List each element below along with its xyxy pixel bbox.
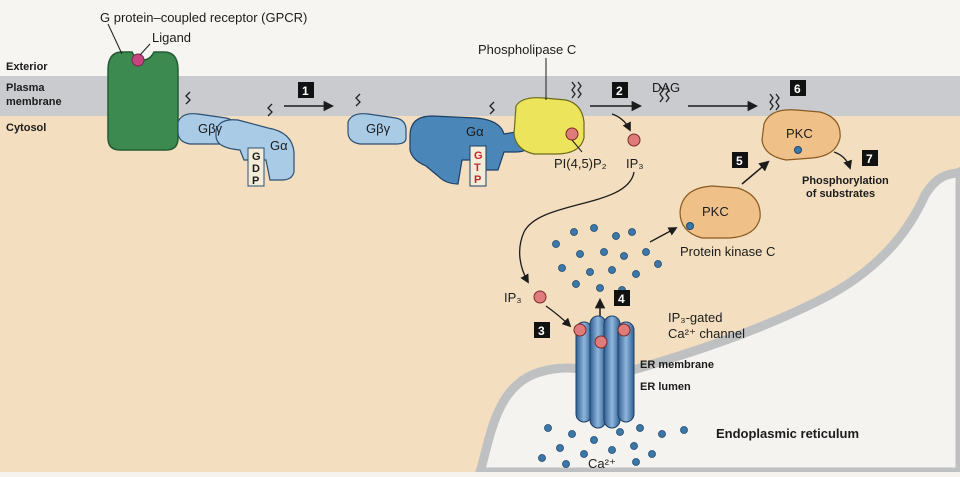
exterior-label: Exterior: [6, 61, 48, 73]
ip3-gated-label: IP₃-gated: [668, 310, 722, 325]
step-6-badge: 6: [790, 80, 806, 96]
ip3-molecule-released: [627, 133, 641, 147]
gdp-d: D: [252, 163, 260, 175]
gpcr-receptor: [107, 51, 179, 151]
pkc-label-cytosolic: PKC: [702, 204, 729, 219]
ga-label-left: Gα: [270, 138, 288, 153]
lipid-anchor-gbg-right: [355, 93, 361, 107]
ip3-label-top: IP₃: [626, 156, 644, 171]
lipid-anchor-ga-active: [489, 101, 495, 115]
ligand-pointer: [139, 43, 151, 56]
ip3-free: [533, 290, 547, 304]
arrow-step-3: [545, 305, 572, 328]
lipid-anchor-ga-left: [267, 103, 273, 117]
lipid-anchor-gbg-left: [185, 91, 191, 105]
pip2-lipid-tails: [571, 81, 582, 99]
endoplasmic-reticulum-label: Endoplasmic reticulum: [716, 426, 859, 441]
ip3-bound-3: [617, 323, 631, 337]
ligand-molecule: [131, 53, 145, 67]
phosphorylation-label: Phosphorylation: [802, 175, 889, 187]
ip3-bound-1: [573, 323, 587, 337]
pip2-head: [565, 127, 579, 141]
pkc-calcium: [794, 146, 802, 154]
pip2-pointer: [571, 139, 583, 153]
pip2-label: PI(4,5)P₂: [554, 156, 607, 171]
step-6-number: 6: [794, 82, 801, 96]
step-4-number: 4: [618, 292, 625, 306]
ca-lumen-label: Ca²⁺: [588, 456, 616, 471]
step-7-number: 7: [866, 152, 873, 166]
membrane-label: membrane: [6, 96, 62, 108]
ip3-label-channel: IP₃: [504, 290, 522, 305]
phospholipase-c: [513, 97, 585, 155]
step-2-number: 2: [616, 84, 623, 98]
g-alpha-active: [409, 115, 531, 187]
plasma-label: Plasma: [6, 82, 45, 94]
gtp-g: G: [474, 150, 483, 162]
gdp-g: G: [252, 151, 261, 163]
arrow-ca-to-pkc: [649, 227, 678, 243]
gpcr-pointer: [107, 23, 123, 55]
er-membrane-label: ER membrane: [640, 359, 714, 371]
ca-channel-label: Ca²⁺ channel: [668, 326, 745, 341]
dag-label: DAG: [652, 80, 680, 95]
step-3-badge: 3: [534, 322, 550, 338]
pkc-cytosolic-calcium: [686, 222, 694, 230]
ga-label-active: Gα: [466, 124, 484, 139]
gbg-label-left: Gβγ: [198, 121, 223, 136]
step-3-number: 3: [538, 324, 545, 338]
step-5-badge: 5: [732, 152, 748, 168]
gdp-p: P: [252, 175, 259, 187]
gtp-t: T: [474, 162, 481, 174]
arrow-step-5: [741, 160, 770, 185]
er-lumen-label: ER lumen: [640, 381, 691, 393]
gtp-p: P: [474, 174, 481, 186]
gbg-label-right: Gβγ: [366, 121, 391, 136]
cytosol-label: Cytosol: [6, 122, 46, 134]
pkc-dag-anchor: [769, 93, 780, 111]
g-protein-inactive: [177, 113, 295, 187]
g-beta-gamma-released: [347, 113, 407, 145]
protein-kinase-c-label: Protein kinase C: [680, 244, 775, 259]
arrow-step-7: [833, 151, 853, 170]
step-1-badge: 1: [298, 82, 314, 98]
er-lumen-calcium-ions: [538, 424, 688, 468]
step-4-badge: 4: [614, 290, 630, 306]
dag-lipid: [659, 85, 670, 103]
of-substrates-label: of substrates: [806, 188, 875, 200]
step-5-number: 5: [736, 154, 743, 168]
pkc-cytosolic: [679, 185, 761, 239]
cytosolic-calcium-ions: [552, 224, 662, 294]
pkc-membrane-bound: [761, 109, 841, 161]
pkc-label-membrane: PKC: [786, 126, 813, 141]
step-7-badge: 7: [862, 150, 878, 166]
phospholipase-c-label: Phospholipase C: [478, 42, 576, 57]
step-1-number: 1: [302, 84, 309, 98]
step-2-badge: 2: [612, 82, 628, 98]
gpcr-label: G protein–coupled receptor (GPCR): [100, 10, 307, 25]
arrow-ip3-release: [611, 113, 631, 132]
ligand-label: Ligand: [152, 30, 191, 45]
ip3-bound-2: [594, 335, 608, 349]
arrow-ip3-diffusion: [518, 171, 635, 284]
